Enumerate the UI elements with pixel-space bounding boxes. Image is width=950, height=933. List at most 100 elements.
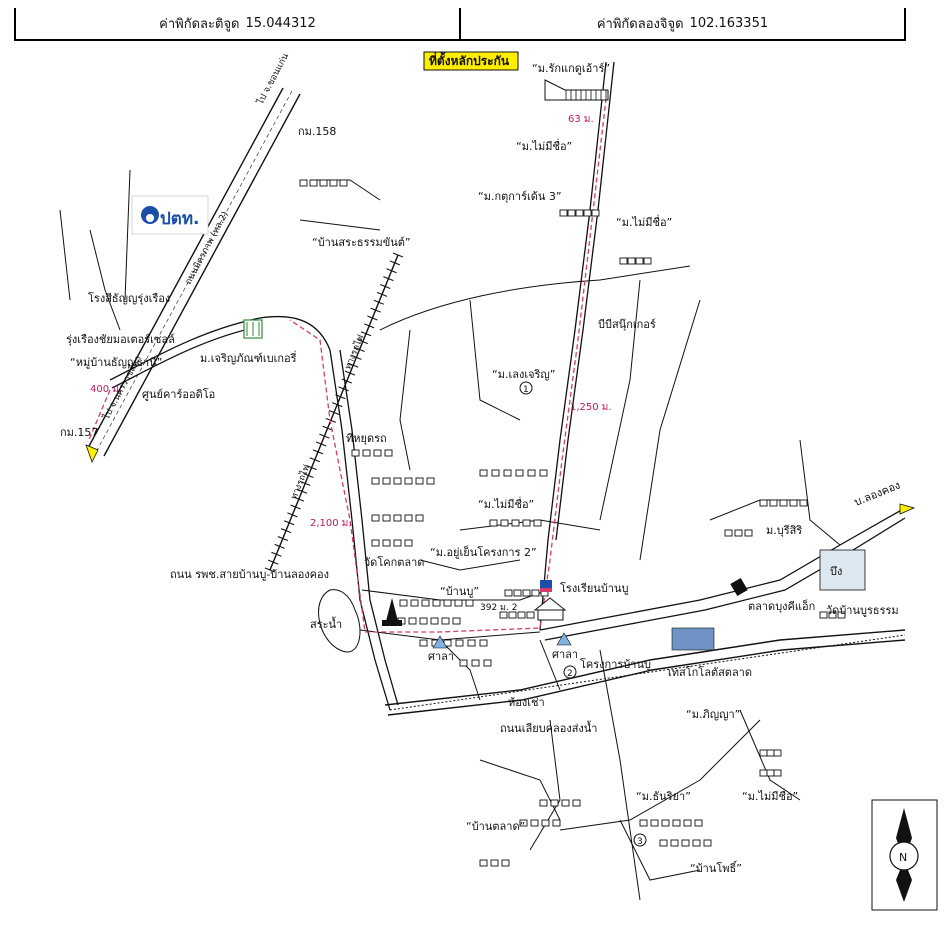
rail-tie: [322, 425, 333, 431]
house: [789, 499, 798, 507]
house: [490, 859, 499, 867]
house: [351, 449, 360, 457]
house: [319, 179, 328, 187]
house: [561, 799, 570, 807]
rail-tie: [357, 339, 368, 345]
house: [779, 499, 788, 507]
svg-text:2: 2: [567, 669, 573, 679]
house: [371, 477, 380, 485]
arrow-east-icon: [899, 503, 916, 515]
label-house-no: 392 ม. 2: [480, 603, 517, 613]
house: [511, 519, 520, 527]
house: [371, 539, 380, 547]
house: [619, 257, 628, 265]
railway-line: [264, 252, 404, 573]
label-rak-ngeo: “ม.รักแกดูเอ้าร์”: [532, 62, 610, 75]
label-school: โรงเรียนบ้านบู: [560, 581, 628, 595]
rail-tie: [376, 291, 388, 297]
label-wat-khok: วัดโคกตลาด: [364, 555, 424, 569]
label-km158: กม.158: [298, 125, 336, 138]
house: [479, 469, 488, 477]
house: [672, 819, 681, 827]
label-sala: ศาลา: [428, 650, 454, 663]
label-ban-sara: “บ้านสระธรรมขันต์”: [312, 236, 411, 249]
house: [489, 519, 498, 527]
house: [415, 514, 424, 522]
house: [404, 514, 413, 522]
rail-tie: [383, 276, 394, 282]
house: [299, 179, 308, 187]
house: [550, 799, 559, 807]
house: [837, 611, 846, 619]
house: [393, 514, 402, 522]
rail-tie: [386, 268, 397, 274]
svg-text:3: 3: [637, 837, 643, 847]
house: [635, 257, 644, 265]
market-building-icon: [730, 577, 748, 597]
house: [627, 257, 636, 265]
house: [526, 611, 535, 619]
rail-tie: [351, 354, 362, 360]
rail-tie: [367, 315, 378, 321]
label-project-bu: โครงการบ้านบู: [580, 657, 651, 671]
house-blocks: [299, 179, 846, 867]
label-sala-2: ศาลา: [552, 648, 578, 661]
house: [734, 529, 743, 537]
rail-tie: [328, 410, 340, 415]
house: [661, 819, 670, 827]
house: [399, 599, 408, 607]
collateral-marker: ที่ตั้งหลักประกัน: [423, 51, 609, 101]
label-mu-ban-thanya: “หมู่บ้านธัญญธานี”: [70, 356, 162, 369]
house: [724, 529, 733, 537]
label-km157: กม.157: [60, 426, 98, 439]
house: [591, 209, 600, 217]
house: [522, 589, 531, 597]
label-dist-1250: 1,250 ม.: [570, 402, 612, 413]
house: [799, 499, 808, 507]
rail-tie: [354, 347, 365, 352]
label-mai-mi-chue-3: “ม.ไม่มีชื่อ”: [478, 496, 534, 511]
house: [504, 589, 513, 597]
route-line: [87, 89, 608, 633]
house: [426, 477, 435, 485]
house: [491, 469, 500, 477]
rail-tie: [290, 504, 301, 510]
rail-tie: [296, 488, 308, 494]
house: [533, 519, 542, 527]
bueng-label: บึง: [830, 565, 842, 578]
house: [459, 659, 468, 667]
pond-label: สระน้ำ: [310, 616, 342, 631]
label-rice-mill: โรงสีธัญญรุ่งเรือง: [88, 291, 170, 305]
label-canal-road: ถนนเลียบคลองส่งน้ำ: [500, 720, 598, 735]
house: [769, 499, 778, 507]
arrow-southwest-icon: [85, 444, 99, 464]
rail-tie: [338, 386, 349, 392]
label-dist-2100: 2,100 ม.: [310, 518, 352, 529]
north-compass-icon: N: [871, 799, 938, 911]
house: [773, 769, 782, 777]
house: [519, 819, 528, 827]
rail-tie: [277, 536, 288, 541]
house: [670, 839, 679, 847]
label-to-khon-kaen: ไป จ.ขอนแก่น: [254, 51, 291, 107]
label-hong-chao: ห้องเช่า: [508, 696, 545, 709]
house: [382, 539, 391, 547]
pond-shape: [318, 589, 361, 653]
latitude-cell: ค่าพิกัดละติจูด 15.044312: [16, 8, 459, 39]
house: [408, 617, 417, 625]
rail-tie: [268, 559, 279, 565]
house: [530, 819, 539, 827]
house: [339, 179, 348, 187]
house: [522, 519, 531, 527]
house: [744, 529, 753, 537]
house: [393, 539, 402, 547]
house: [362, 449, 371, 457]
house: [773, 749, 782, 757]
house: [501, 859, 510, 867]
house: [455, 639, 464, 647]
house: [583, 209, 592, 217]
label-mai-mi-chue-4: “ม.ไม่มีชื่อ”: [742, 788, 798, 803]
house: [552, 819, 561, 827]
label-buri-siri: ม.บุรีสิริ: [766, 524, 802, 537]
rail-tie: [364, 323, 375, 329]
